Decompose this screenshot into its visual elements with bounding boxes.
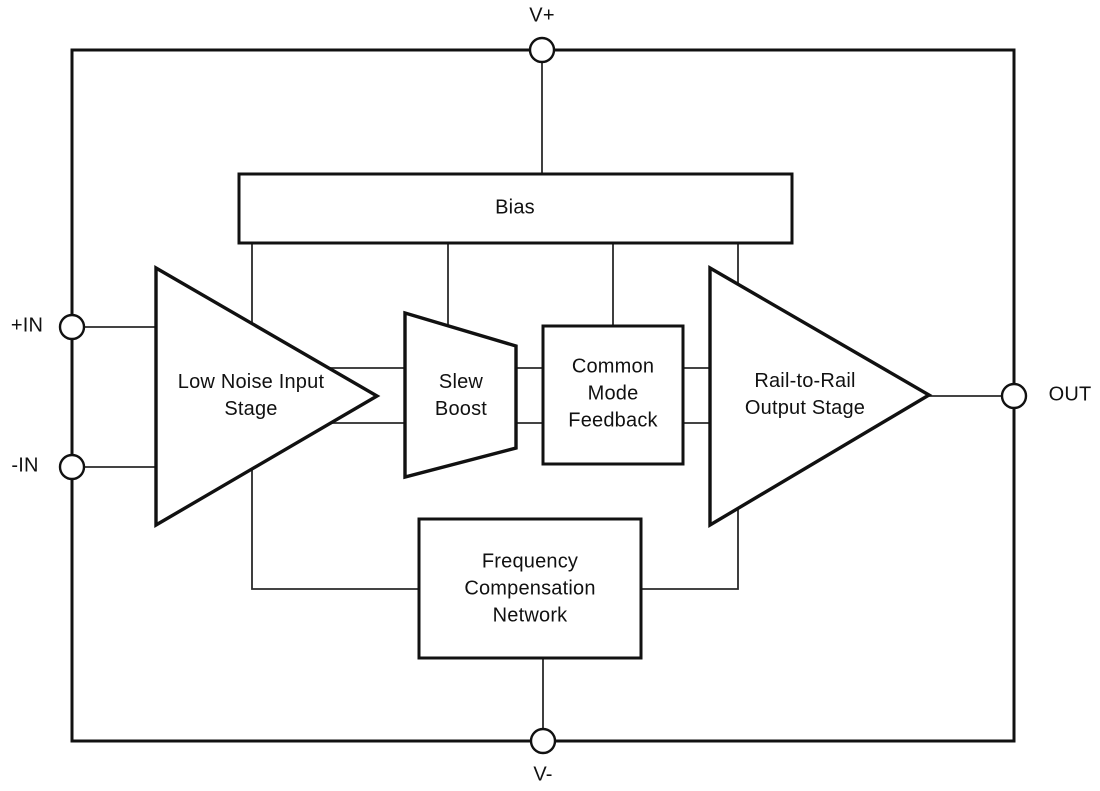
blocks xyxy=(154,172,933,660)
common-mode-feedback-label: Common Mode Feedback xyxy=(568,355,658,432)
frequency-compensation-label: Frequency Compensation Network xyxy=(464,550,596,627)
out-terminal-circle xyxy=(1000,382,1028,410)
vminus-terminal-label: V- xyxy=(533,763,553,786)
inminus-terminal-circle xyxy=(58,453,86,481)
out-terminal-label: OUT xyxy=(1048,383,1092,406)
bias-block xyxy=(237,172,794,245)
terminals xyxy=(58,36,1028,755)
slew-boost-trapezoid xyxy=(403,310,518,480)
inplus-terminal-circle xyxy=(58,313,86,341)
frequency-compensation-block xyxy=(417,517,643,660)
slew-boost-label: Slew Boost xyxy=(434,371,488,420)
bias-block-label: Bias xyxy=(495,196,535,219)
vplus-terminal-circle xyxy=(528,36,556,64)
input-stage-triangle xyxy=(154,265,381,528)
vplus-terminal-label: V+ xyxy=(529,4,555,27)
input-stage-label: Low Noise Input Stage xyxy=(177,371,325,420)
inplus-terminal-label: +IN xyxy=(10,314,44,337)
vminus-terminal-circle xyxy=(529,727,557,755)
output-stage-triangle xyxy=(708,265,933,528)
inminus-terminal-label: -IN xyxy=(11,454,39,477)
common-mode-feedback-block xyxy=(541,324,685,466)
output-stage-label: Rail-to-Rail Output Stage xyxy=(744,370,866,419)
